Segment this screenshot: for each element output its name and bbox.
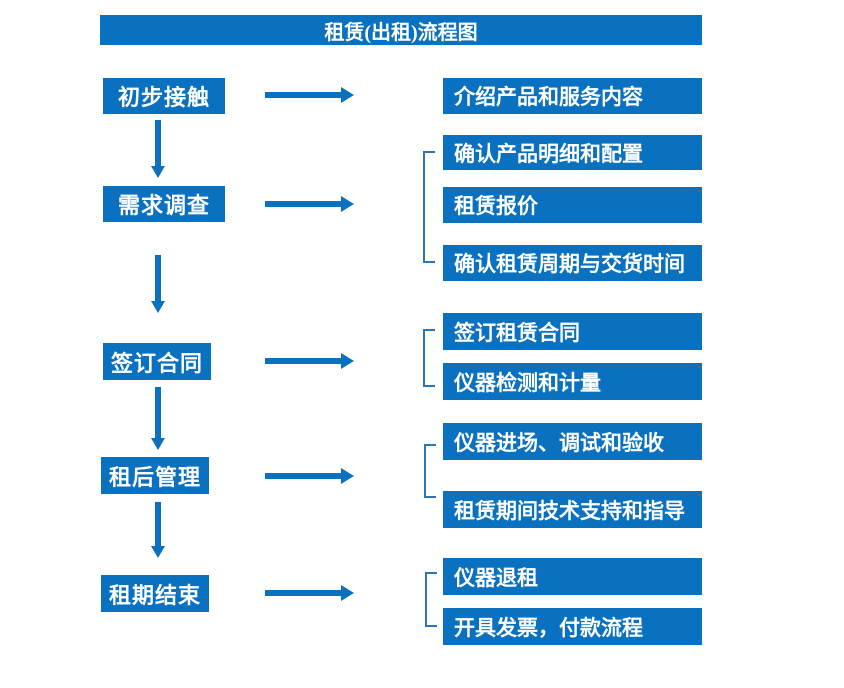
arrow-shaft bbox=[155, 502, 161, 547]
arrow-shaft bbox=[265, 473, 342, 479]
arrow-shaft bbox=[265, 201, 342, 207]
step-box-post-rental-mgmt: 租后管理 bbox=[101, 457, 209, 494]
arrow-head bbox=[151, 438, 165, 450]
group-bracket bbox=[423, 329, 435, 387]
detail-box-invoice-payment: 开具发票，付款流程 bbox=[443, 608, 702, 645]
arrow-shaft bbox=[155, 120, 161, 167]
title-bar: 租赁(出租)流程图 bbox=[100, 15, 702, 45]
arrow-head bbox=[341, 196, 354, 212]
arrow-shaft bbox=[155, 387, 161, 439]
detail-box-instrument-entry: 仪器进场、调试和验收 bbox=[443, 423, 702, 460]
group-bracket bbox=[424, 444, 436, 498]
arrow-right-icon bbox=[265, 353, 354, 369]
detail-box-instrument-testing: 仪器检测和计量 bbox=[443, 363, 702, 400]
detail-box-introduce-products: 介绍产品和服务内容 bbox=[443, 78, 702, 114]
group-bracket bbox=[423, 151, 435, 263]
detail-box-instrument-return: 仪器退租 bbox=[443, 558, 702, 595]
detail-box-confirm-period: 确认租赁周期与交货时间 bbox=[443, 245, 702, 281]
page-title: 租赁(出租)流程图 bbox=[324, 21, 478, 44]
detail-box-sign-rental-contract: 签订租赁合同 bbox=[443, 313, 702, 350]
arrow-down-icon bbox=[151, 120, 165, 178]
detail-box-tech-support: 租赁期间技术支持和指导 bbox=[443, 491, 702, 528]
arrow-down-icon bbox=[151, 502, 165, 558]
arrow-head bbox=[151, 546, 165, 558]
arrow-shaft bbox=[155, 255, 161, 302]
detail-box-confirm-details: 确认产品明细和配置 bbox=[443, 135, 702, 170]
arrow-right-icon bbox=[265, 196, 354, 212]
arrow-head bbox=[341, 468, 354, 484]
arrow-head bbox=[151, 301, 165, 313]
arrow-head bbox=[341, 585, 354, 601]
group-bracket bbox=[425, 572, 437, 627]
arrow-down-icon bbox=[151, 255, 165, 313]
step-box-initial-contact: 初步接触 bbox=[103, 78, 225, 114]
arrow-right-icon bbox=[265, 468, 354, 484]
arrow-head bbox=[341, 353, 354, 369]
arrow-head bbox=[151, 166, 165, 178]
detail-box-rental-quote: 租赁报价 bbox=[443, 187, 702, 223]
arrow-head bbox=[341, 87, 354, 103]
arrow-shaft bbox=[265, 92, 342, 98]
step-box-needs-survey: 需求调查 bbox=[103, 186, 225, 222]
step-box-sign-contract: 签订合同 bbox=[103, 343, 211, 380]
step-box-rental-end: 租期结束 bbox=[101, 575, 209, 612]
arrow-right-icon bbox=[265, 585, 354, 601]
arrow-shaft bbox=[265, 590, 342, 596]
arrow-shaft bbox=[265, 358, 342, 364]
arrow-down-icon bbox=[151, 387, 165, 450]
arrow-right-icon bbox=[265, 87, 354, 103]
